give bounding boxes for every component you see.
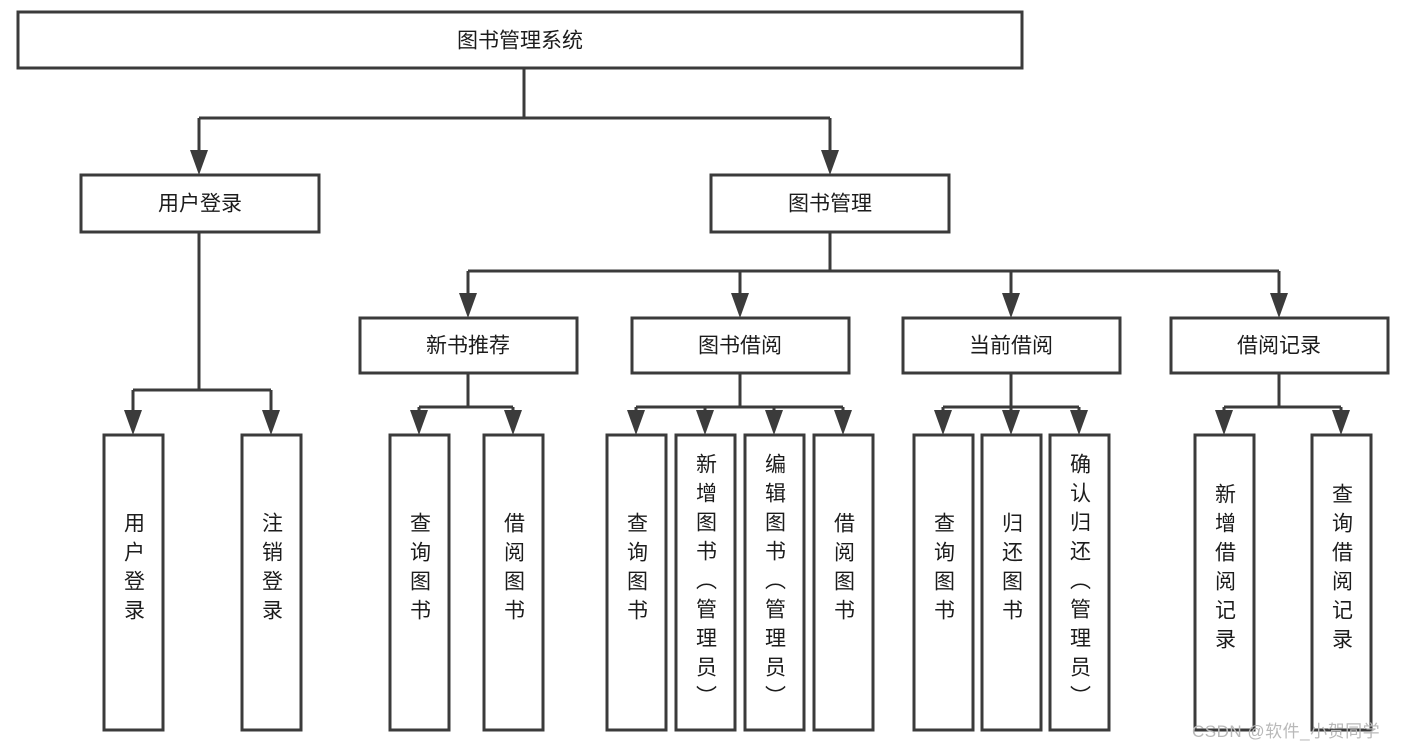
leaf-node-edit-book-admin[interactable]: 编辑图书（管理员） xyxy=(743,433,806,732)
leaf-node-confirm-return-admin[interactable]: 确认归还（管理员） xyxy=(1048,433,1111,732)
node-box-borrow-record xyxy=(1169,316,1390,375)
arrow-head-current-borrow xyxy=(1002,293,1020,318)
node-box-leaf-query-book-1 xyxy=(388,433,451,732)
node-label-user-login: 用户登录 xyxy=(158,193,242,216)
arrow-head-leaf-borrow-book-1 xyxy=(504,410,522,435)
node-label-new-book-recommend: 新书推荐 xyxy=(426,335,510,358)
connector-layer xyxy=(124,68,1350,435)
arrow-head-leaf-add-book-admin xyxy=(696,410,714,435)
node-box-leaf-logout-login xyxy=(240,433,303,732)
node-label-borrow-record: 借阅记录 xyxy=(1237,335,1321,358)
leaf-node-query-book-1[interactable]: 查询图书 xyxy=(388,433,451,732)
node-box-leaf-edit-book-admin xyxy=(743,433,806,732)
arrow-head-leaf-query-book-1 xyxy=(410,410,428,435)
arrow-head-leaf-edit-book-admin xyxy=(765,410,783,435)
node-label-book-borrow: 图书借阅 xyxy=(698,335,782,358)
arrow-head-user-login xyxy=(190,150,208,175)
node-box-new-book-recommend xyxy=(358,316,579,375)
node-label-root: 图书管理系统 xyxy=(457,30,583,53)
leaf-node-add-book-admin[interactable]: 新增图书（管理员） xyxy=(674,433,737,732)
node-box-leaf-query-book-2 xyxy=(605,433,668,732)
node-box-leaf-borrow-book-2 xyxy=(812,433,875,732)
arrow-head-leaf-confirm-return-admin xyxy=(1070,410,1088,435)
node-box-leaf-query-book-3 xyxy=(912,433,975,732)
node-box-book-borrow xyxy=(630,316,851,375)
node-label-leaf-query-book-1: 查询图书 xyxy=(408,512,432,628)
node-book-manage[interactable]: 图书管理 xyxy=(709,173,951,234)
arrow-head-borrow-record xyxy=(1270,293,1288,318)
node-book-borrow[interactable]: 图书借阅 xyxy=(630,316,851,375)
node-box-leaf-return-book xyxy=(980,433,1043,732)
arrow-head-leaf-query-book-3 xyxy=(934,410,952,435)
leaf-node-logout-login[interactable]: 注销登录 xyxy=(240,433,303,732)
node-current-borrow[interactable]: 当前借阅 xyxy=(901,316,1122,375)
node-label-leaf-confirm-return-admin: 确认归还（管理员） xyxy=(1068,453,1092,714)
arrow-head-leaf-add-borrow-record xyxy=(1215,410,1233,435)
arrow-head-book-borrow xyxy=(731,293,749,318)
node-box-root xyxy=(16,10,1024,70)
node-label-leaf-user-login: 用户登录 xyxy=(122,512,146,628)
node-box-user-login xyxy=(79,173,321,234)
leaf-node-return-book[interactable]: 归还图书 xyxy=(980,433,1043,732)
leaf-node-borrow-book-2[interactable]: 借阅图书 xyxy=(812,433,875,732)
node-label-leaf-borrow-book-1: 借阅图书 xyxy=(502,512,526,628)
node-label-book-manage: 图书管理 xyxy=(788,193,872,216)
leaf-node-query-book-3[interactable]: 查询图书 xyxy=(912,433,975,732)
node-user-login[interactable]: 用户登录 xyxy=(79,173,321,234)
arrow-head-leaf-user-login xyxy=(124,410,142,435)
arrow-head-leaf-query-book-2 xyxy=(627,410,645,435)
arrow-head-new-book-recommend xyxy=(459,293,477,318)
node-label-leaf-logout-login: 注销登录 xyxy=(260,512,284,628)
leaf-node-user-login[interactable]: 用户登录 xyxy=(102,433,165,732)
node-label-leaf-add-borrow-record: 新增借阅记录 xyxy=(1213,483,1237,657)
node-box-leaf-user-login xyxy=(102,433,165,732)
arrow-head-leaf-query-borrow-record xyxy=(1332,410,1350,435)
node-label-leaf-add-book-admin: 新增图书（管理员） xyxy=(694,453,718,714)
arrow-head-leaf-logout-login xyxy=(262,410,280,435)
node-label-current-borrow: 当前借阅 xyxy=(969,335,1053,358)
node-label-leaf-borrow-book-2: 借阅图书 xyxy=(832,512,856,628)
node-box-current-borrow xyxy=(901,316,1122,375)
arrow-head-leaf-borrow-book-2 xyxy=(834,410,852,435)
node-label-leaf-return-book: 归还图书 xyxy=(1000,512,1024,628)
node-new-book-recommend[interactable]: 新书推荐 xyxy=(358,316,579,375)
node-box-leaf-borrow-book-1 xyxy=(482,433,545,732)
leaf-node-borrow-book-1[interactable]: 借阅图书 xyxy=(482,433,545,732)
node-label-leaf-edit-book-admin: 编辑图书（管理员） xyxy=(763,453,787,714)
node-root-system[interactable]: 图书管理系统 xyxy=(16,10,1024,70)
node-label-leaf-query-book-3: 查询图书 xyxy=(932,512,956,628)
arrow-head-leaf-return-book xyxy=(1002,410,1020,435)
arrow-head-book-manage xyxy=(821,150,839,175)
leaf-node-query-book-2[interactable]: 查询图书 xyxy=(605,433,668,732)
node-box-leaf-confirm-return-admin xyxy=(1048,433,1111,732)
node-box-leaf-add-borrow-record xyxy=(1193,433,1256,732)
node-box-book-manage xyxy=(709,173,951,234)
node-label-leaf-query-book-2: 查询图书 xyxy=(625,512,649,628)
node-borrow-record[interactable]: 借阅记录 xyxy=(1169,316,1390,375)
node-label-leaf-query-borrow-record: 查询借阅记录 xyxy=(1330,483,1354,657)
node-box-leaf-add-book-admin xyxy=(674,433,737,732)
node-box-leaf-query-borrow-record xyxy=(1310,433,1373,732)
leaf-node-query-borrow-record[interactable]: 查询借阅记录 xyxy=(1310,433,1373,732)
leaf-node-add-borrow-record[interactable]: 新增借阅记录 xyxy=(1193,433,1256,732)
